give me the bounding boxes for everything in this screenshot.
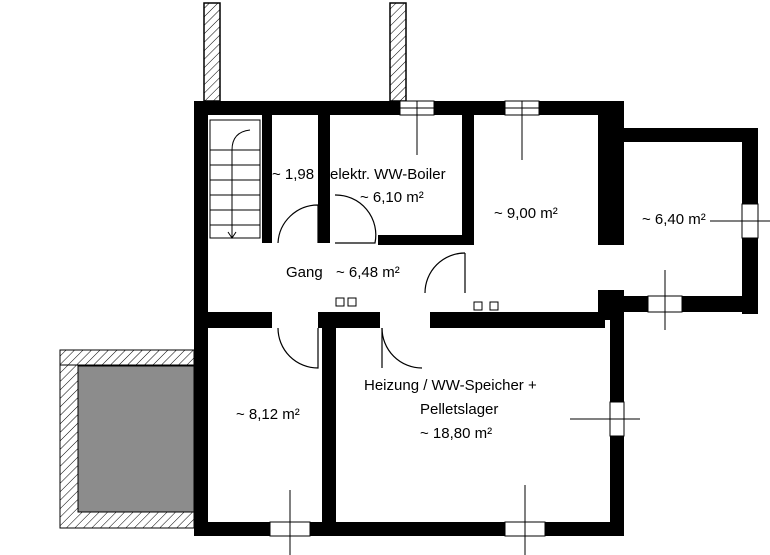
room-8-12-area: ~ 8,12 m² — [236, 406, 300, 423]
boiler-room-area: ~ 6,10 m² — [360, 189, 424, 206]
chimney-shafts — [335, 297, 499, 311]
stair-closet-area: ~ 1,98 — [272, 166, 314, 183]
heizung-name-line2: Pelletslager — [420, 401, 498, 418]
room-9-area: ~ 9,00 m² — [494, 205, 558, 222]
room-6-40-area: ~ 6,40 m² — [642, 211, 706, 228]
boiler-room-name: elektr. WW-Boiler — [330, 166, 446, 183]
gang-name: Gang — [286, 264, 323, 281]
windows — [269, 100, 770, 555]
gang-area: ~ 6,48 m² — [336, 264, 400, 281]
inner-walls — [208, 115, 612, 528]
heizung-area: ~ 18,80 m² — [420, 425, 492, 442]
terrace-annex — [59, 349, 195, 529]
heizung-name-line1: Heizung / WW-Speicher + — [364, 377, 537, 394]
top-wall-stub-right — [389, 2, 407, 102]
doors — [277, 194, 466, 369]
staircase — [209, 119, 261, 239]
top-wall-stub-left — [203, 2, 221, 102]
